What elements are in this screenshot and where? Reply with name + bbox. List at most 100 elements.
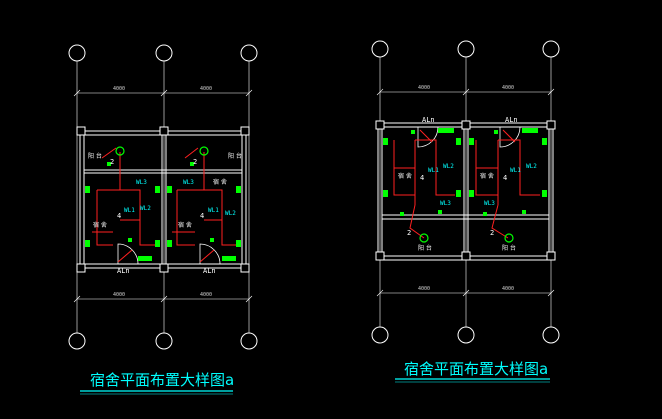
dimension-label: 4000 [418, 286, 430, 292]
ceiling-lamp-icon [199, 146, 209, 156]
dimension-label: 4000 [113, 292, 125, 298]
socket-icon [383, 190, 388, 197]
dimension-label: 4000 [502, 85, 514, 91]
axis-bubble [457, 40, 475, 58]
switch-icon [400, 212, 404, 216]
circuit-label: WL3 [136, 179, 147, 186]
circuit-number: 4 [503, 174, 507, 182]
socket-icon [167, 186, 172, 193]
right-axis-bubbles-top [371, 40, 560, 58]
circuit-number: 4 [420, 174, 424, 182]
right-wiring [393, 129, 540, 239]
drawing-title: 宿舍平面布置大样图a [404, 360, 548, 378]
room-label: 阳 台 [502, 244, 516, 252]
circuit-label: WL1 [510, 167, 521, 174]
right-axis-bubbles-bottom [371, 326, 560, 344]
switch-icon [107, 162, 111, 166]
switch-icon [494, 130, 498, 134]
room-label: 阳 台 [418, 244, 432, 252]
circuit-label: WL2 [225, 210, 236, 217]
axis-bubble [542, 40, 560, 58]
ceiling-lamp-icon [419, 233, 429, 243]
dimension-label: 4000 [200, 86, 212, 92]
axis-bubble [155, 44, 173, 62]
room-label: 宿 舍 [398, 172, 412, 180]
circuit-number: 2 [407, 229, 411, 237]
socket-icon [456, 138, 461, 145]
axis-bubble [457, 326, 475, 344]
room-label: 阳 台 [88, 152, 102, 160]
socket-icon [167, 240, 172, 247]
left-columns [76, 126, 250, 273]
circuit-number: 2 [490, 229, 494, 237]
circuit-label: WL1 [124, 207, 135, 214]
socket-icon [155, 240, 160, 247]
right-floor-plan: 4000 4000 4000 4000 [371, 40, 560, 383]
left-dimension-top [73, 89, 253, 97]
dimension-label: 4000 [113, 86, 125, 92]
circuit-label: WL3 [484, 200, 495, 207]
socket-icon [85, 186, 90, 193]
right-fixtures [383, 128, 547, 243]
socket-icon [542, 138, 547, 145]
axis-bubble [240, 44, 258, 62]
socket-icon [236, 186, 241, 193]
socket-icon [469, 190, 474, 197]
left-axis-bubbles-bottom [68, 332, 258, 350]
circuit-number: 4 [200, 212, 204, 220]
drawing-title: 宿舍平面布置大样图a [90, 371, 234, 389]
panel-label: ALn [505, 116, 518, 124]
circuit-label: WL2 [526, 163, 537, 170]
circuit-label: WL2 [140, 205, 151, 212]
circuit-number: 2 [193, 158, 197, 166]
axis-bubble [68, 332, 86, 350]
right-doors [417, 126, 521, 148]
axis-bubble [155, 332, 173, 350]
right-axis-lines [379, 57, 552, 327]
socket-icon [542, 190, 547, 197]
distribution-box-icon [138, 256, 152, 261]
room-label: 宿 舍 [480, 172, 494, 180]
panel-label: ALn [117, 267, 130, 275]
axis-bubble [371, 326, 389, 344]
right-columns [375, 120, 556, 261]
right-walls [377, 122, 554, 261]
panel-label: ALn [422, 116, 435, 124]
switch-icon [190, 162, 194, 166]
left-floor-plan: 4000 4000 4000 4000 [68, 44, 258, 395]
axis-bubble [542, 326, 560, 344]
left-wiring [92, 147, 238, 263]
left-fixtures [85, 146, 241, 261]
ceiling-lamp-icon [115, 146, 125, 156]
axis-bubble [68, 44, 86, 62]
left-doors [117, 243, 221, 265]
axis-bubble [371, 40, 389, 58]
circuit-label: WL1 [208, 207, 219, 214]
switch-icon [483, 212, 487, 216]
circuit-label: WL1 [428, 167, 439, 174]
switch-icon [210, 238, 214, 242]
right-dimension-top [376, 88, 555, 96]
socket-icon [236, 240, 241, 247]
socket-icon [383, 138, 388, 145]
room-label: 阳 台 [228, 152, 242, 160]
switch-icon [522, 210, 526, 214]
panel-label: ALn [203, 267, 216, 275]
dimension-label: 4000 [418, 85, 430, 91]
left-axis-lines [76, 61, 250, 333]
dimension-label: 4000 [502, 286, 514, 292]
distribution-box-icon [522, 128, 538, 133]
socket-icon [85, 240, 90, 247]
circuit-number: 4 [117, 212, 121, 220]
ceiling-lamp-icon [504, 233, 514, 243]
switch-icon [128, 238, 132, 242]
room-label: 宿 舍 [178, 221, 192, 229]
circuit-label: WL3 [440, 200, 451, 207]
switch-icon [411, 130, 415, 134]
dimension-label: 4000 [200, 292, 212, 298]
right-dimension-bottom [376, 289, 555, 297]
circuit-label: WL2 [443, 163, 454, 170]
socket-icon [456, 190, 461, 197]
circuit-label: WL3 [183, 179, 194, 186]
